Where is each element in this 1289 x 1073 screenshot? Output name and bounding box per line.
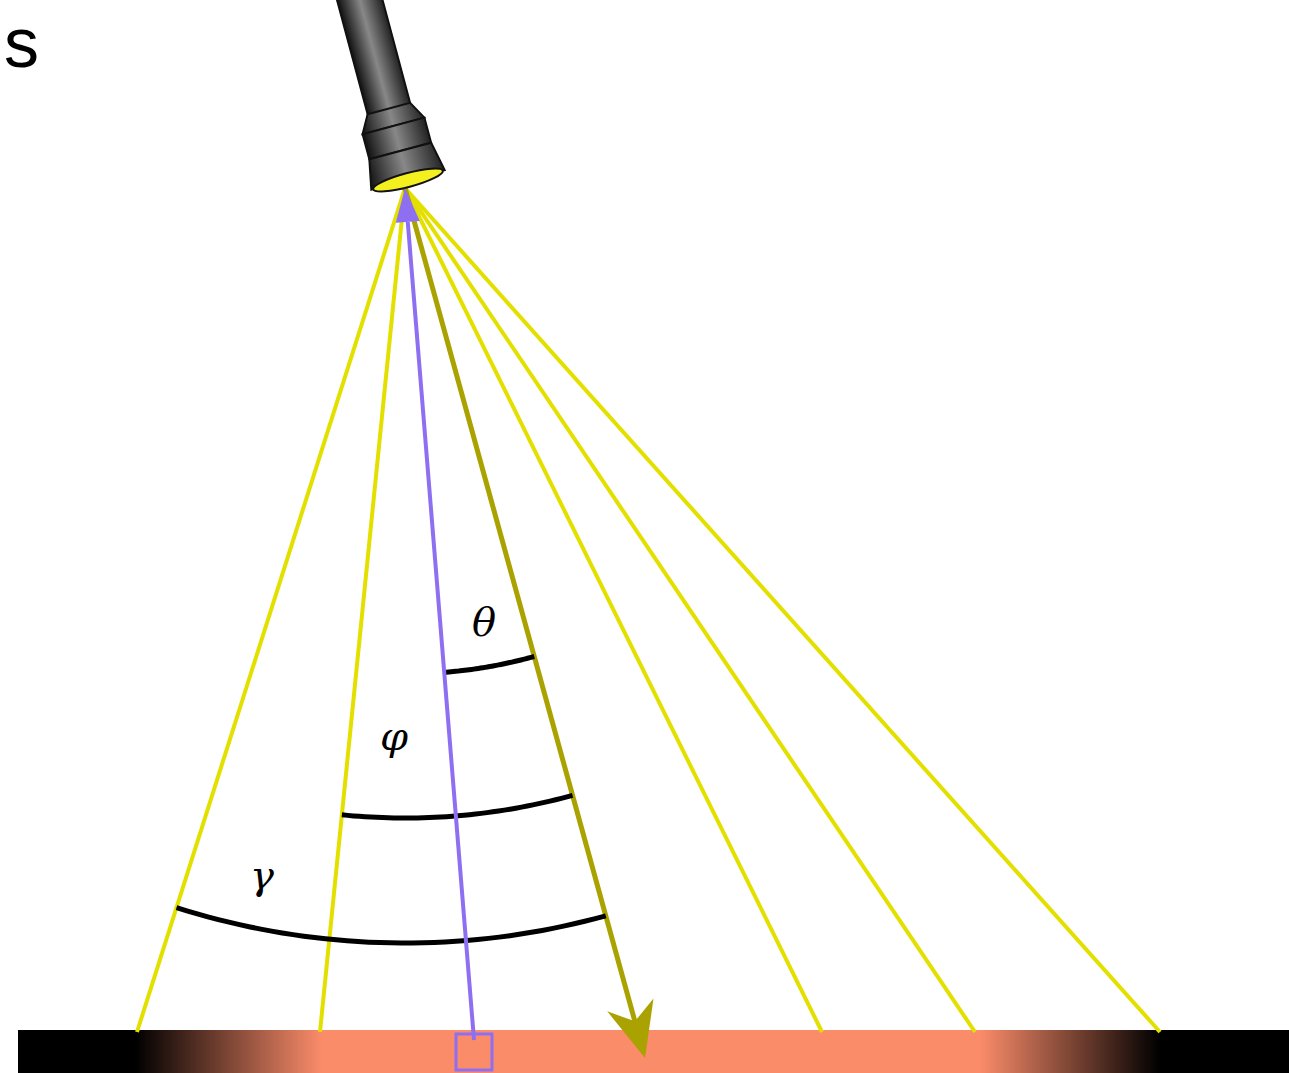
angle-label: γ xyxy=(250,855,274,895)
angle-arc xyxy=(444,657,534,673)
light-ray xyxy=(320,188,405,1032)
light-ray xyxy=(405,188,975,1032)
arrowhead xyxy=(607,999,653,1058)
angle-arcs xyxy=(177,657,606,943)
surface-point xyxy=(456,1034,492,1070)
flashlight-body xyxy=(330,0,411,116)
angle-label: θ xyxy=(472,602,496,642)
angle-label: φ xyxy=(380,716,408,756)
title-fragment: s xyxy=(4,8,39,78)
light-ray xyxy=(405,188,822,1032)
flashlight xyxy=(314,0,446,197)
light-direction xyxy=(408,222,474,1040)
light-rays xyxy=(137,188,1160,1058)
light-ray xyxy=(405,188,1160,1032)
arrowhead xyxy=(396,188,420,223)
ground-surface xyxy=(18,1030,1289,1073)
angle-arc xyxy=(177,908,606,943)
flashlight-lens xyxy=(371,164,444,196)
